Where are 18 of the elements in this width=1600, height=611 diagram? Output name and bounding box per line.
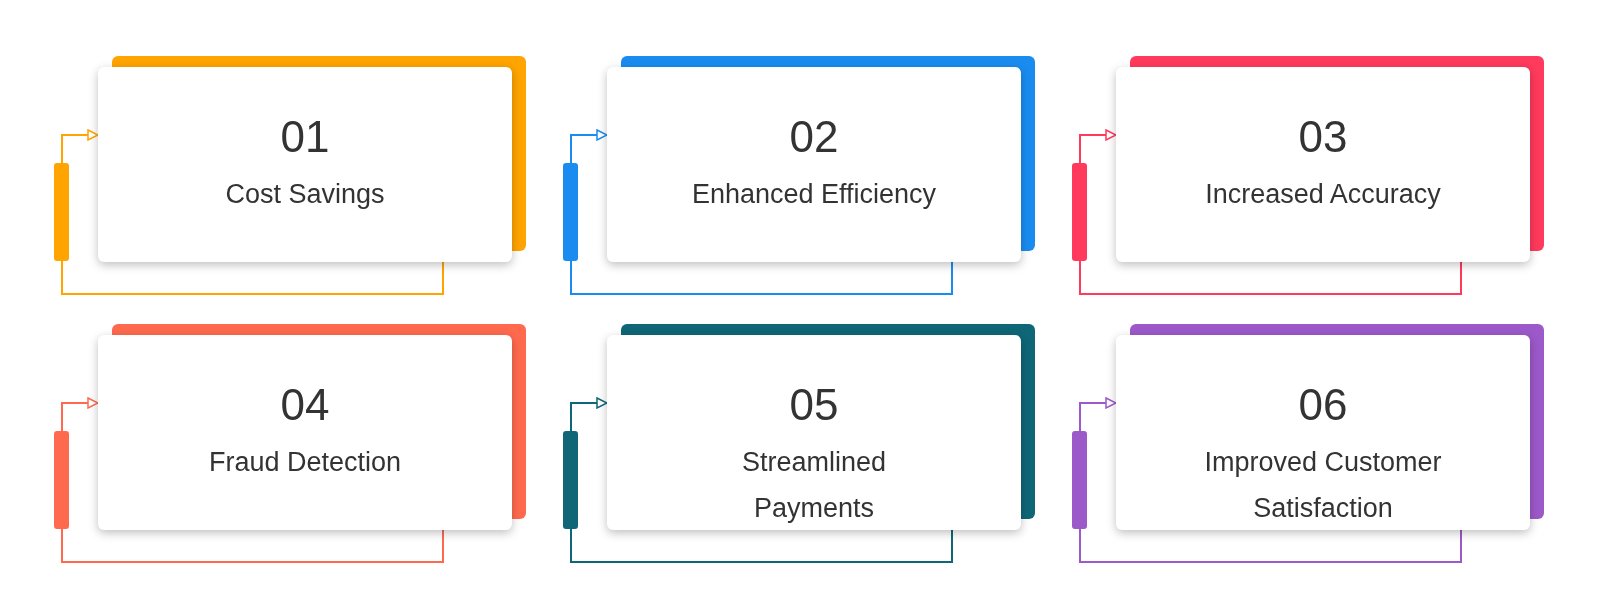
benefit-title: Increased Accuracy: [1204, 178, 1442, 211]
step-number: 01: [280, 113, 330, 161]
benefit-card: [98, 67, 512, 262]
step-number: 06: [1298, 381, 1348, 429]
benefit-title: Streamlined Payments: [740, 446, 888, 525]
benefit-card: [1116, 335, 1530, 530]
benefit-card: [607, 67, 1021, 262]
step-number: 02: [789, 113, 839, 161]
step-number: 05: [789, 381, 839, 429]
benefit-card: [607, 335, 1021, 530]
step-number: 03: [1298, 113, 1348, 161]
benefit-card: [98, 335, 512, 530]
benefit-title: Fraud Detection: [207, 446, 403, 479]
benefit-card: [1116, 67, 1530, 262]
benefit-title: Cost Savings: [224, 178, 386, 211]
benefit-title: Improved Customer Satisfaction: [1203, 446, 1443, 525]
benefit-title: Enhanced Efficiency: [690, 178, 938, 211]
step-number: 04: [280, 381, 330, 429]
